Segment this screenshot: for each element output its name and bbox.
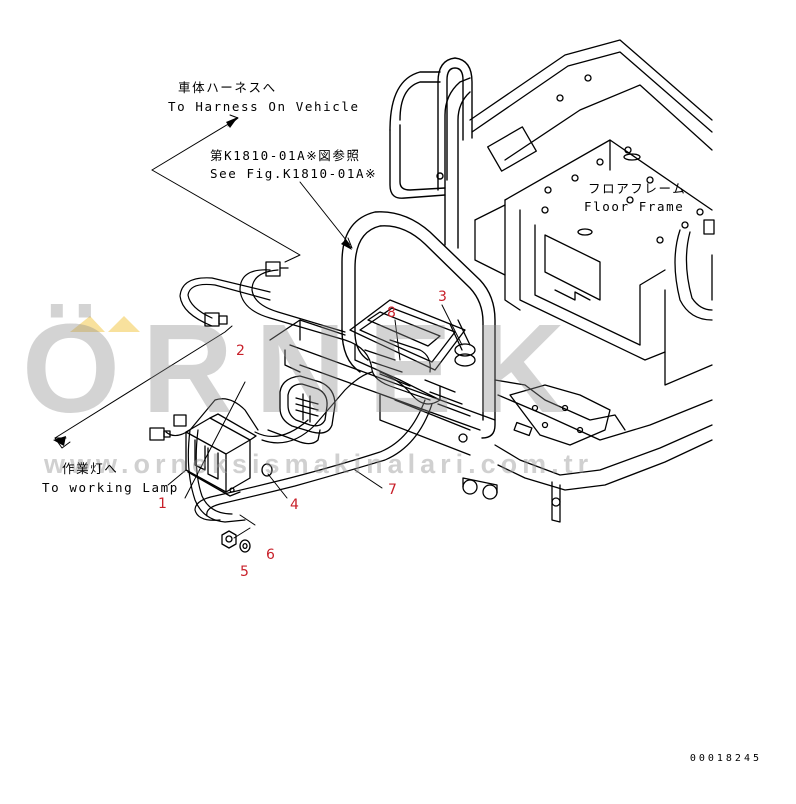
callout-7: 7 <box>388 482 397 498</box>
callout-1: 1 <box>158 496 167 512</box>
label-floor-en: Floor Frame <box>584 199 685 214</box>
connector-mid <box>204 312 228 327</box>
watermark-brand: ÖRNEK <box>22 298 588 439</box>
frame-rails <box>269 319 713 523</box>
callout-2: 2 <box>236 343 245 359</box>
washer-part-6 <box>239 539 251 553</box>
drawing-code: 00018245 <box>689 753 762 764</box>
bolt-part-4 <box>261 463 273 477</box>
label-lamp-jp: 作業灯へ <box>62 461 119 476</box>
watermark-accent-left <box>70 316 105 332</box>
callout-5: 5 <box>240 564 249 580</box>
callout-6: 6 <box>266 547 275 563</box>
connector-working-lamp <box>149 414 187 441</box>
callout-4: 4 <box>290 497 299 513</box>
label-harness-jp: 車体ハーネスへ <box>178 80 277 95</box>
watermark-accent-right <box>108 316 140 332</box>
handrail-rear <box>389 57 473 249</box>
label-floor-jp: フロアフレーム <box>588 181 687 196</box>
lamp-housing <box>267 375 336 445</box>
step-plate <box>349 299 476 417</box>
nut-part-5 <box>221 530 237 549</box>
leader-lines <box>54 114 463 539</box>
callout-8: 8 <box>387 305 396 321</box>
callout-3: 3 <box>438 289 447 305</box>
label-lamp-en: To working Lamp <box>42 480 179 495</box>
watermark-url: www.orneksismakinalari.com.tr <box>44 449 594 479</box>
floor-frame <box>469 39 715 386</box>
label-fig-en: See Fig.K1810-01A※ <box>210 166 378 181</box>
label-fig-jp: 第K1810-01A※図参照 <box>210 148 361 163</box>
connector-harness-vehicle <box>265 261 289 277</box>
wire-harness <box>165 269 441 523</box>
label-harness-en: To Harness On Vehicle <box>168 99 360 114</box>
